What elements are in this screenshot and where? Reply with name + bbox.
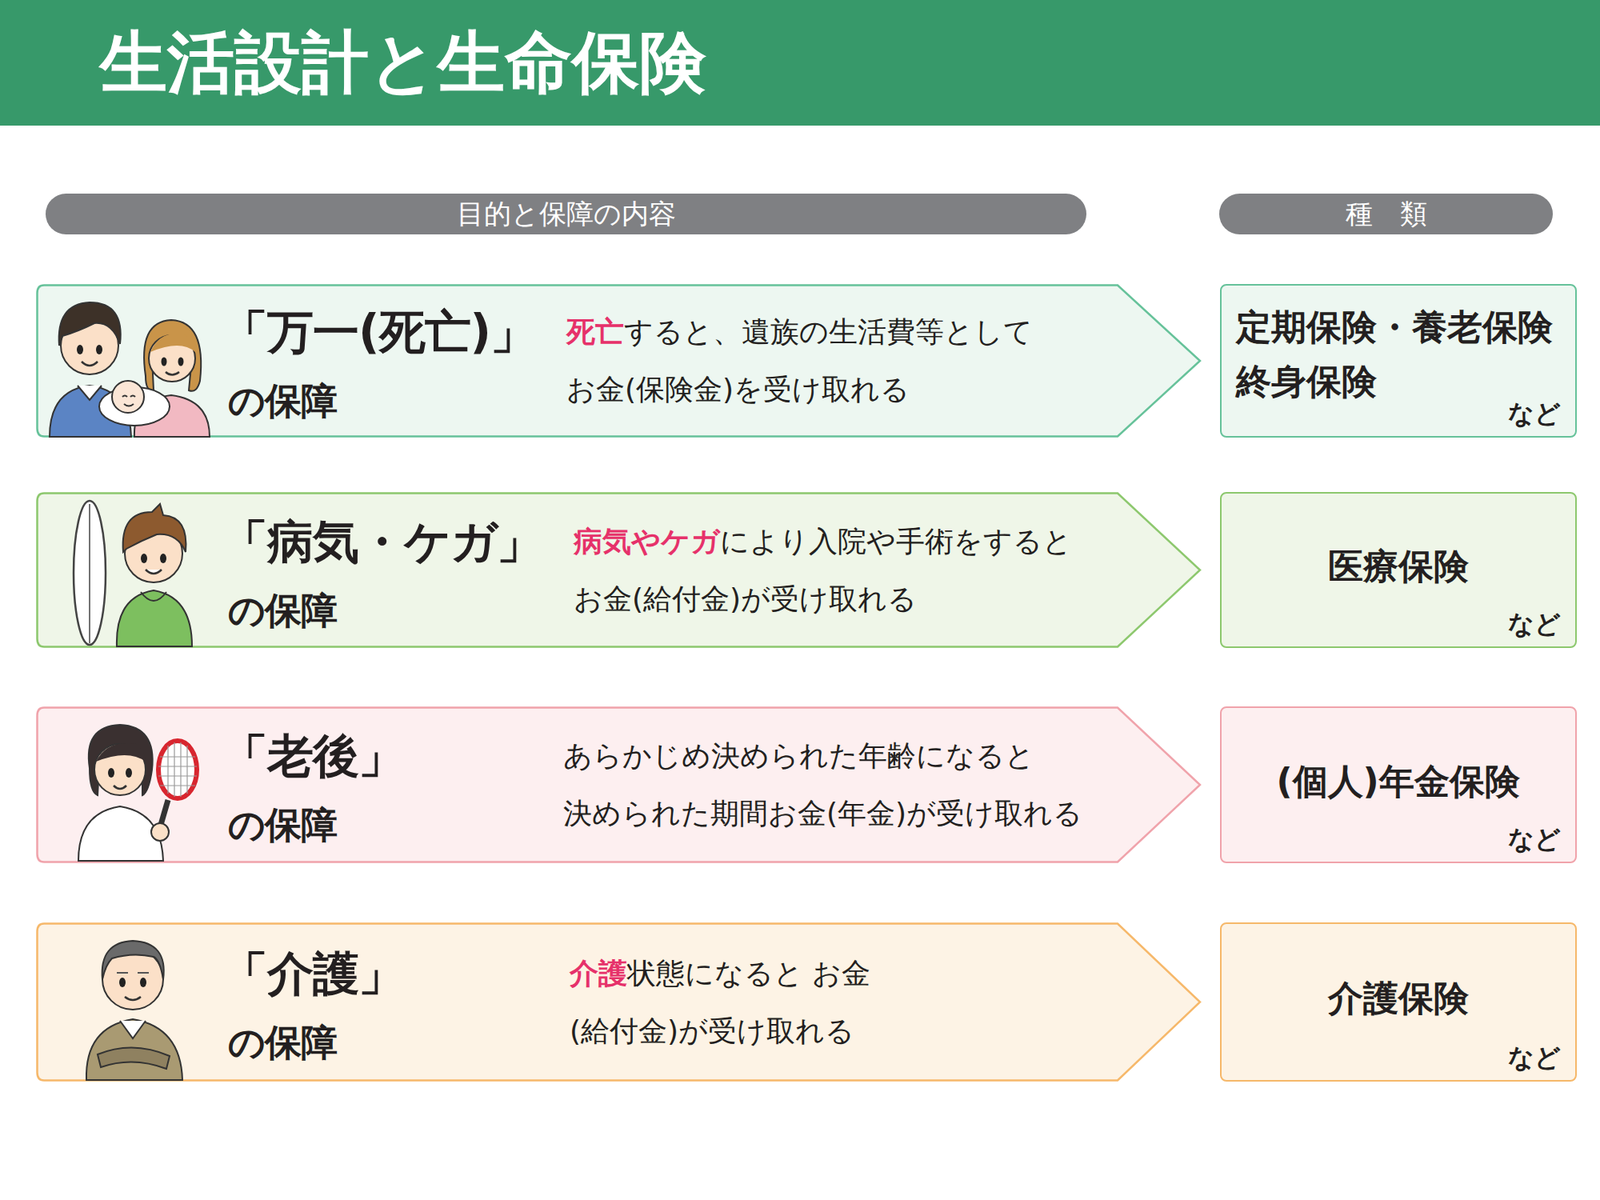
arrow-shape [37, 285, 1201, 437]
etc-note: など [1508, 1041, 1561, 1074]
text-holder: の保障 [228, 378, 337, 424]
text-holder: 目的と保障の内容 [45, 193, 1087, 235]
text-holder: 医療保険 [1221, 539, 1575, 594]
text-holder: など [1508, 397, 1561, 430]
arrow-shape [37, 708, 1201, 863]
text-holder: など [1508, 1041, 1561, 1074]
highlight-text: 介護 [569, 956, 628, 990]
etc-note: など [1508, 397, 1561, 430]
text-holder: 「万一(死亡)」 [221, 304, 536, 360]
type-box: (個人)年金保険など [1220, 706, 1577, 864]
text-holder: の保障 [228, 802, 337, 848]
type-box: 介護保険など [1220, 922, 1577, 1082]
category-heading: 「病気・ケガ」 [221, 514, 543, 569]
arrow-band: 「万一(死亡)」の保障 死亡すると、遺族の生活費等として お金(保険金)を受け取れ… [36, 284, 1202, 438]
text-holder: の保障 [228, 1020, 337, 1065]
text-holder: 病気やケガにより入院や手術をすると お金(給付金)が受け取れる [573, 512, 1079, 628]
column-heading: 目的と保障の内容 [45, 193, 1087, 235]
tennis-illustration [78, 724, 197, 861]
text-holder: 「介護」 [221, 946, 404, 1001]
highlight-text: 死亡 [566, 315, 624, 348]
arrow-band: 「病気・ケガ」の保障 病気やケガにより入院や手術をすると お金(給付金)が受け取れ… [36, 492, 1202, 648]
highlight-text: 病気やケガ [573, 524, 720, 558]
insurance-type: 介護保険 [1221, 971, 1575, 1026]
etc-note: など [1508, 608, 1561, 640]
description-text: すると、遺族の生活費等として お金(保険金)を受け取れる [566, 315, 1033, 406]
insurance-type: 医療保険 [1221, 539, 1575, 594]
category-subheading: の保障 [228, 1020, 337, 1065]
column-heading: 種 類 [1219, 193, 1553, 235]
text-holder: など [1508, 823, 1561, 856]
header-pill: 目的と保障の内容 [45, 193, 1087, 235]
arrow-shape [37, 924, 1201, 1081]
text-holder: 定期保険・養老保険 終身保険 [1236, 300, 1558, 409]
etc-note: など [1508, 823, 1561, 856]
text-holder: など [1508, 608, 1561, 640]
arrow-band: 「老後」の保障 あらかじめ決められた年齢になると 決められた期間お金(年金)が受け… [36, 706, 1202, 864]
arrow-outline [36, 706, 1202, 864]
text-holder: (個人)年金保険 [1221, 754, 1575, 809]
text-holder: 介護保険 [1221, 971, 1575, 1026]
type-box: 定期保険・養老保険 終身保険など [1220, 284, 1577, 438]
category-heading: 「介護」 [221, 946, 404, 1001]
text-holder: の保障 [228, 588, 337, 633]
description-text: あらかじめ決められた年齢になると 決められた期間お金(年金)が受け取れる [563, 739, 1083, 830]
text-holder: 死亡すると、遺族の生活費等として お金(保険金)を受け取れる [566, 303, 1040, 419]
type-box: 医療保険など [1220, 492, 1577, 648]
elder-illustration [86, 940, 183, 1080]
text-holder: 種 類 [1219, 193, 1553, 235]
text-holder: 介護状態になると お金(給付金)が受け取れる [569, 944, 920, 1060]
category-subheading: の保障 [228, 588, 337, 633]
text-holder: 「病気・ケガ」 [221, 514, 543, 569]
title: 生活設計と生命保険 [100, 0, 707, 126]
header-pill: 種 類 [1219, 193, 1553, 235]
insurance-type: (個人)年金保険 [1221, 754, 1575, 809]
insurance-type: 定期保険・養老保険 終身保険 [1236, 300, 1558, 409]
arrow-outline [36, 284, 1202, 438]
arrow-outline [36, 922, 1202, 1082]
category-heading: 「老後」 [221, 728, 404, 784]
text-holder: あらかじめ決められた年齢になると 決められた期間お金(年金)が受け取れる [563, 727, 1090, 843]
family-illustration [49, 302, 210, 437]
arrow-shape [37, 493, 1201, 648]
category-heading: 「万一(死亡)」 [221, 304, 536, 360]
category-subheading: の保障 [228, 378, 337, 424]
header-band: 生活設計と生命保険 [0, 0, 1600, 126]
arrow-outline [36, 492, 1202, 648]
surfer-illustration [73, 500, 192, 647]
category-subheading: の保障 [228, 802, 337, 848]
arrow-band: 「介護」の保障 介護状態になると お金(給付金)が受け取れる [36, 922, 1202, 1082]
text-holder: 「老後」 [221, 728, 404, 784]
